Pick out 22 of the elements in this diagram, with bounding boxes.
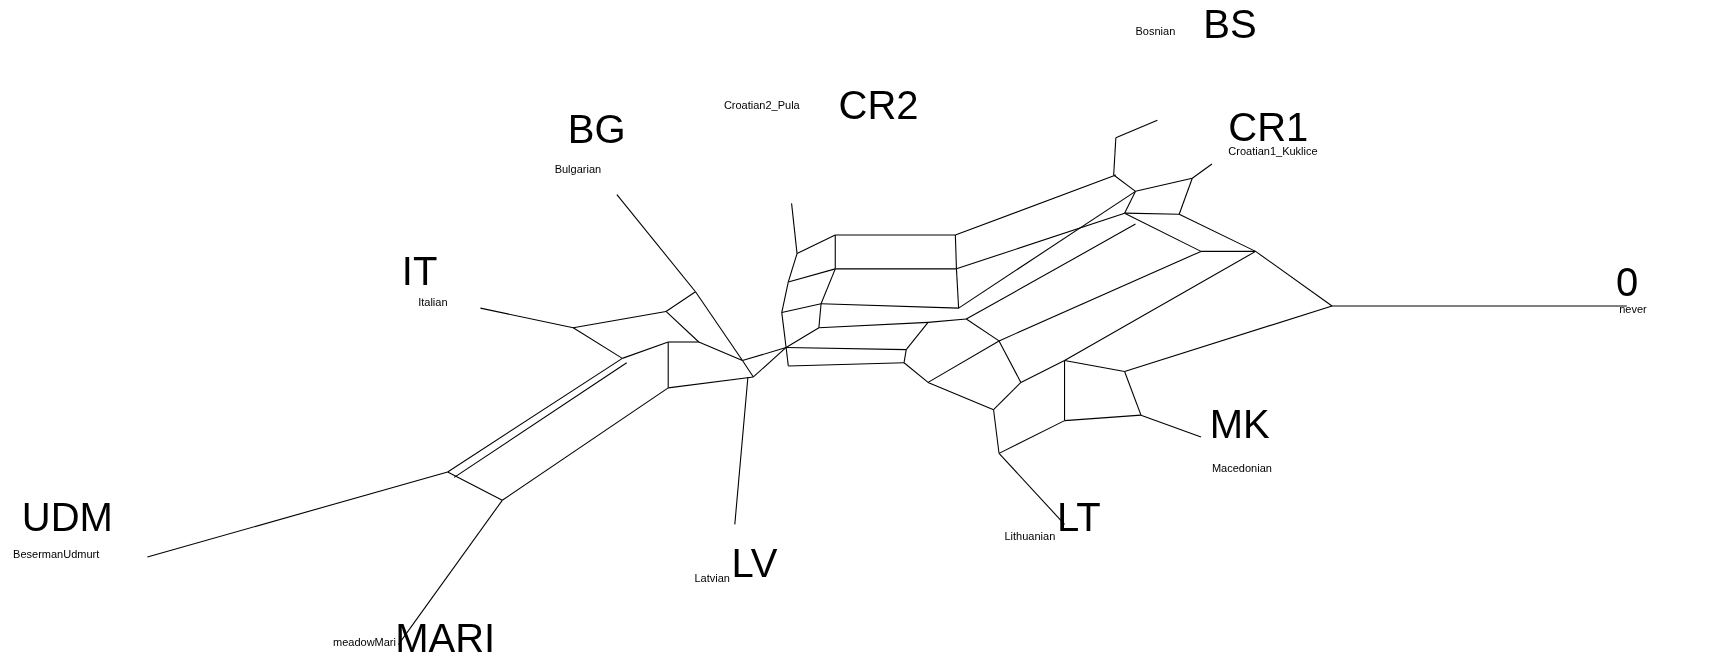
taxon-code-label: IT <box>401 251 438 292</box>
taxon-name-label: Latvian <box>694 573 730 585</box>
taxon-name-label: BesermanUdmurt <box>13 549 100 561</box>
taxon-code-label: BG <box>567 109 626 150</box>
taxon-name-label: Macedonian <box>1211 462 1272 474</box>
taxon-code-label: MK <box>1209 403 1270 444</box>
taxon-code-label: BS <box>1203 4 1257 45</box>
taxon-code-label: 0 <box>1615 262 1639 303</box>
taxon-code-label: CR1 <box>1228 107 1309 147</box>
taxon-name-label: Croatian2_Pula <box>723 100 800 112</box>
taxon-name-label: Bosnian <box>1135 26 1176 38</box>
taxon-name-label: Italian <box>418 296 448 308</box>
taxon-name-label: Lithuanian <box>1004 530 1056 542</box>
taxon-code-label: LT <box>1056 496 1101 537</box>
taxon-name-label: never <box>1619 303 1647 315</box>
taxon-code-label: UDM <box>21 496 113 537</box>
taxon-code-label: CR2 <box>838 85 919 126</box>
taxon-name-label: Croatian1_Kuklice <box>1228 146 1318 158</box>
taxon-code-label: MARI <box>395 617 496 658</box>
taxon-name-label: meadowMari <box>333 636 396 648</box>
taxon-code-label: LV <box>731 542 778 583</box>
taxon-name-label: Bulgarian <box>554 163 602 175</box>
